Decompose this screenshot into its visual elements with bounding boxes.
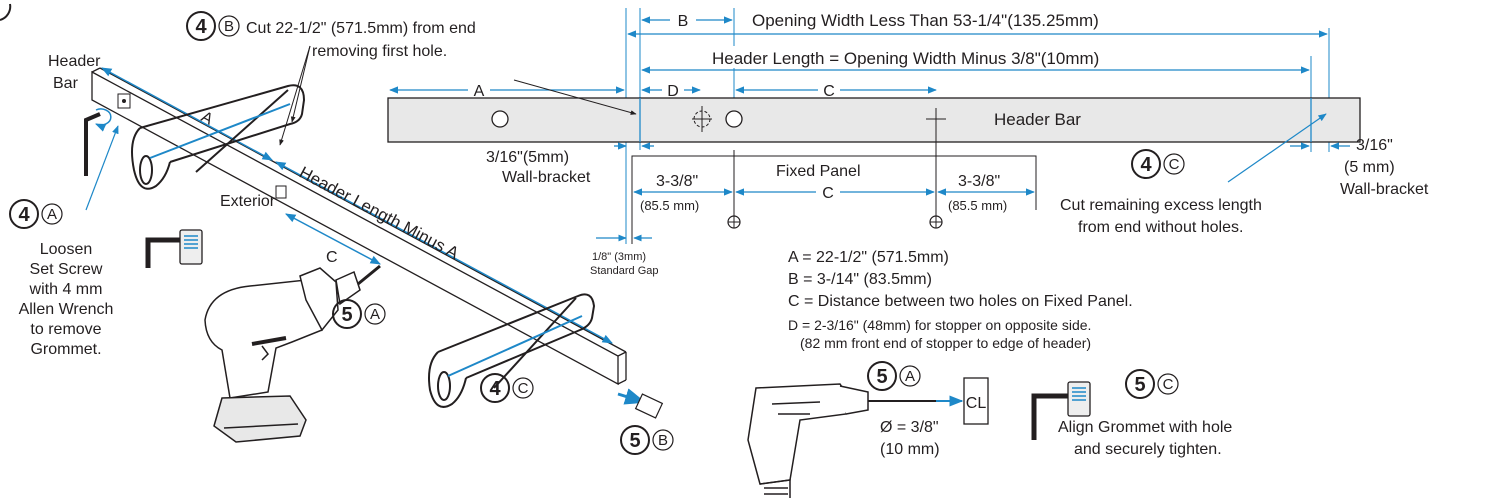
- hacksaw-icon: [428, 293, 596, 408]
- grommet-icon: [617, 388, 664, 419]
- drill-center-marker: [926, 108, 946, 130]
- standard-gap-line2: Standard Gap: [590, 265, 659, 277]
- drill-target-box: [963, 377, 989, 425]
- step-4a-badge: 4 A: [9, 199, 63, 229]
- svg-text:5: 5: [341, 304, 352, 326]
- wall-bracket-left-line2: Wall-bracket: [502, 169, 591, 186]
- svg-text:A: A: [47, 206, 57, 223]
- svg-text:4: 4: [195, 16, 207, 38]
- header-hole: [725, 110, 743, 128]
- header-bar-rect: [387, 97, 1361, 143]
- cut-first-hole-line1: Cut 22-1/2" (571.5mm) from end: [246, 20, 476, 37]
- exterior-label: Exterior: [220, 193, 276, 210]
- cut-remaining-line1: Cut remaining excess length: [1060, 197, 1262, 214]
- svg-text:5: 5: [876, 366, 887, 388]
- svg-text:C: C: [1169, 156, 1180, 173]
- dimension-remaining-line: [275, 161, 613, 344]
- dimension-c-line: [285, 213, 381, 265]
- svg-text:A: A: [905, 368, 915, 385]
- wall-bracket-right-line2: (5 mm): [1344, 159, 1395, 176]
- svg-text:4: 4: [1140, 154, 1152, 176]
- step-4c-badge: 4 C: [480, 373, 534, 403]
- drill-size-line2: (10 mm): [880, 441, 940, 458]
- legend-d-line1: D = 2-3/16" (48mm) for stopper on opposi…: [788, 317, 1091, 333]
- svg-text:B: B: [658, 432, 668, 449]
- step-4b-badge: 4 B: [186, 11, 240, 41]
- loosen-line3: with 4 mm: [29, 281, 103, 298]
- legend-d-line2: (82 mm front end of stopper to edge of h…: [800, 335, 1091, 351]
- drill-size-line1: Ø = 3/8": [880, 419, 939, 436]
- power-drill-icon: [204, 264, 381, 443]
- cut-remaining-line2: from end without holes.: [1078, 219, 1243, 236]
- svg-text:A: A: [370, 306, 380, 323]
- align-line1: Align Grommet with hole: [1058, 419, 1232, 436]
- step-5b-badge: 5 B: [620, 425, 674, 455]
- centerline-symbol: CL: [966, 395, 987, 412]
- step-5a-right-badge: 5 A: [867, 361, 921, 391]
- fixed-panel-outline: [631, 155, 1037, 244]
- svg-text:4: 4: [18, 204, 30, 226]
- dimension-c-label: C: [326, 249, 338, 266]
- cut-first-hole-line2: removing first hole.: [312, 43, 447, 60]
- cut-line: [639, 98, 1312, 142]
- loosen-line4: Allen Wrench: [19, 301, 114, 318]
- loosen-line5: to remove: [30, 321, 101, 338]
- step-5a-badge: 5 A: [332, 299, 386, 329]
- step-marker-fragment: [0, 3, 12, 21]
- grommet-wrench-icon-right: [1031, 381, 1091, 440]
- svg-text:B: B: [224, 18, 234, 35]
- step-5c-badge: 5 C: [1125, 369, 1179, 399]
- grommet-wrench-icon: [145, 229, 203, 268]
- svg-text:4: 4: [489, 378, 501, 400]
- panel-offset-left-line2: (85.5 mm): [640, 198, 699, 213]
- drill-side-icon: [747, 383, 940, 498]
- header-bar-title: Header Bar: [994, 110, 1081, 129]
- dimension-d-label: D: [667, 83, 679, 100]
- hacksaw-icon: [131, 84, 306, 190]
- header-bar-label-line2: Bar: [53, 75, 79, 92]
- dimension-b-label: B: [678, 13, 689, 30]
- header-bar-label-line1: Header: [48, 53, 101, 70]
- align-line2: and securely tighten.: [1074, 441, 1222, 458]
- stopper-hole-marker: [692, 106, 712, 132]
- svg-text:C: C: [1163, 376, 1174, 393]
- legend-b: B = 3-/14" (83.5mm): [788, 271, 932, 288]
- loosen-line2: Set Screw: [30, 261, 103, 278]
- fixed-panel-label: Fixed Panel: [776, 163, 861, 180]
- opening-width-label: Opening Width Less Than 53-1/4"(135.25mm…: [752, 11, 1099, 30]
- header-hole: [491, 110, 509, 128]
- legend-a: A = 22-1/2" (571.5mm): [788, 249, 949, 266]
- svg-text:5: 5: [629, 430, 640, 452]
- dimension-c-row-label: C: [823, 83, 835, 100]
- panel-c-label: C: [822, 185, 834, 202]
- loosen-line6: Grommet.: [30, 341, 101, 358]
- allen-wrench-icon: [84, 112, 101, 176]
- wall-bracket-right-line1: 3/16": [1356, 137, 1393, 154]
- standard-gap-line1: 1/8" (3mm): [592, 251, 646, 263]
- loosen-line1: Loosen: [40, 241, 93, 258]
- panel-offset-right-line2: (85.5 mm): [948, 198, 1007, 213]
- dimension-a-row-label: A: [474, 83, 485, 100]
- svg-text:5: 5: [1134, 374, 1145, 396]
- wall-bracket-right-line3: Wall-bracket: [1340, 181, 1429, 198]
- svg-text:C: C: [518, 380, 529, 397]
- wall-bracket-left-line1: 3/16"(5mm): [486, 149, 569, 166]
- panel-offset-left-line1: 3-3/8": [656, 173, 698, 190]
- legend-c: C = Distance between two holes on Fixed …: [788, 293, 1133, 310]
- panel-offset-right-line1: 3-3/8": [958, 173, 1000, 190]
- header-length-label: Header Length = Opening Width Minus 3/8"…: [712, 49, 1099, 68]
- step-4c-right-badge: 4 C: [1131, 149, 1185, 179]
